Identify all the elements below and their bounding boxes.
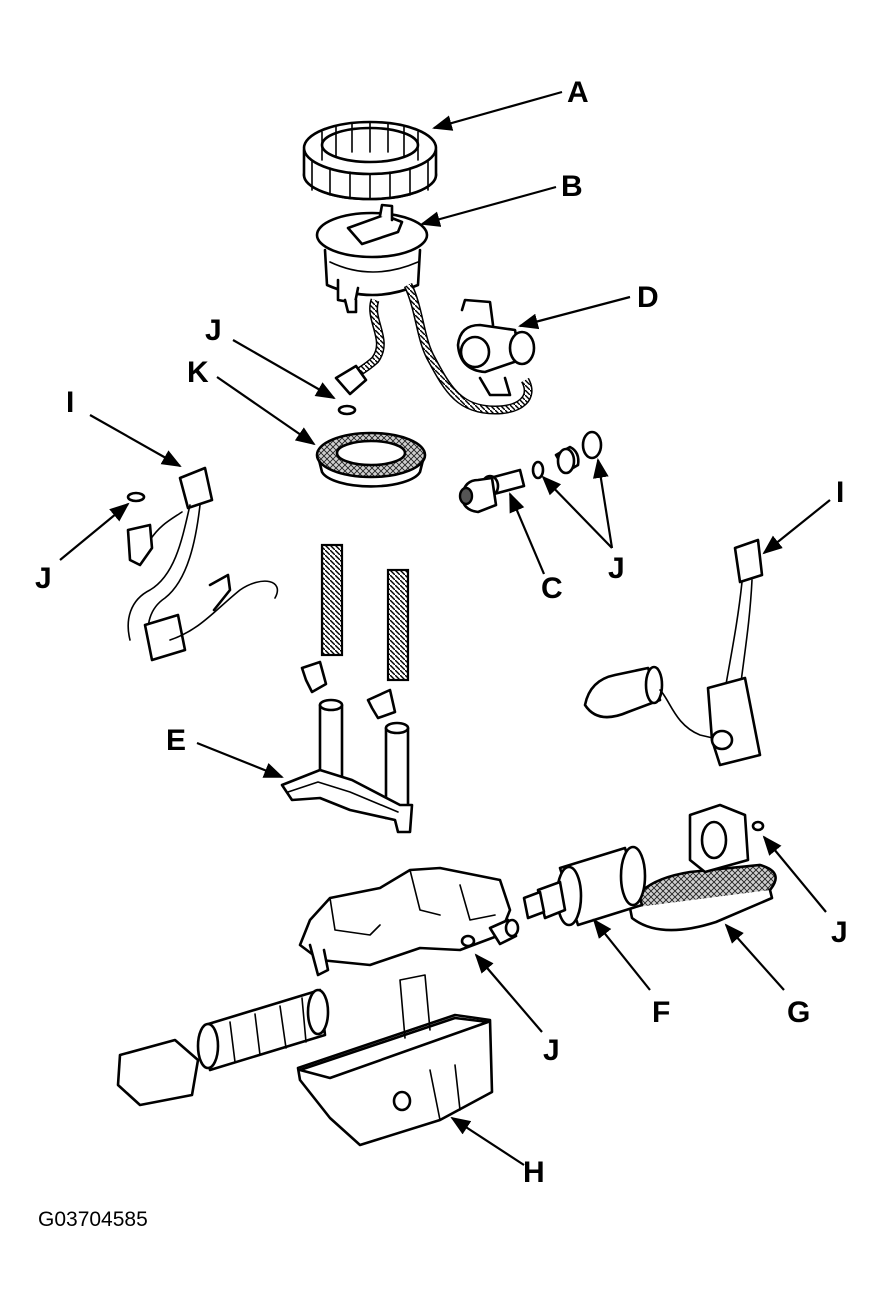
label-c: C <box>541 572 563 605</box>
fuel-reservoir-part-h <box>296 974 494 1147</box>
wiring-harness-part-i-left <box>126 466 278 662</box>
label-k: K <box>187 356 209 389</box>
o-ring-set-j-regulator <box>531 430 603 480</box>
label-j-bottom: J <box>543 1034 560 1067</box>
label-i-left: I <box>66 386 74 419</box>
fuel-line-connector-part-d <box>456 298 536 397</box>
label-a: A <box>567 76 589 109</box>
label-e: E <box>166 724 186 757</box>
lock-ring-part-a <box>302 120 438 201</box>
label-j-right: J <box>831 916 848 949</box>
guide-bracket-part-e <box>280 698 414 834</box>
label-g: G <box>787 996 810 1029</box>
fuel-level-sender-part-i-right <box>583 538 764 767</box>
fuel-pump-part-f <box>522 845 647 927</box>
pressure-regulator-part-c <box>458 468 526 514</box>
seal-gasket-part-k <box>315 431 427 488</box>
mounting-clip <box>116 1038 200 1107</box>
o-ring-j-top <box>337 404 357 416</box>
spring-left <box>320 543 344 657</box>
leader-arrows <box>59 90 831 1166</box>
spring-right <box>386 568 410 682</box>
figure-code: G03704585 <box>38 1208 148 1231</box>
pump-cover-part-b <box>315 203 429 314</box>
label-j-top: J <box>205 314 222 347</box>
label-b: B <box>561 170 583 203</box>
wiring-harness <box>334 283 533 415</box>
retainer-clip-right <box>366 688 397 720</box>
strainer-cage <box>196 988 330 1072</box>
fuel-filter-part-g <box>628 803 777 932</box>
label-j-regulator: J <box>608 552 625 585</box>
label-f: F <box>652 996 670 1029</box>
label-i-right: I <box>836 476 844 509</box>
retainer-clip-left <box>300 660 328 694</box>
label-h: H <box>523 1156 545 1189</box>
label-d: D <box>637 281 659 314</box>
label-j-left: J <box>35 562 52 595</box>
pump-holder-bracket <box>298 866 520 977</box>
